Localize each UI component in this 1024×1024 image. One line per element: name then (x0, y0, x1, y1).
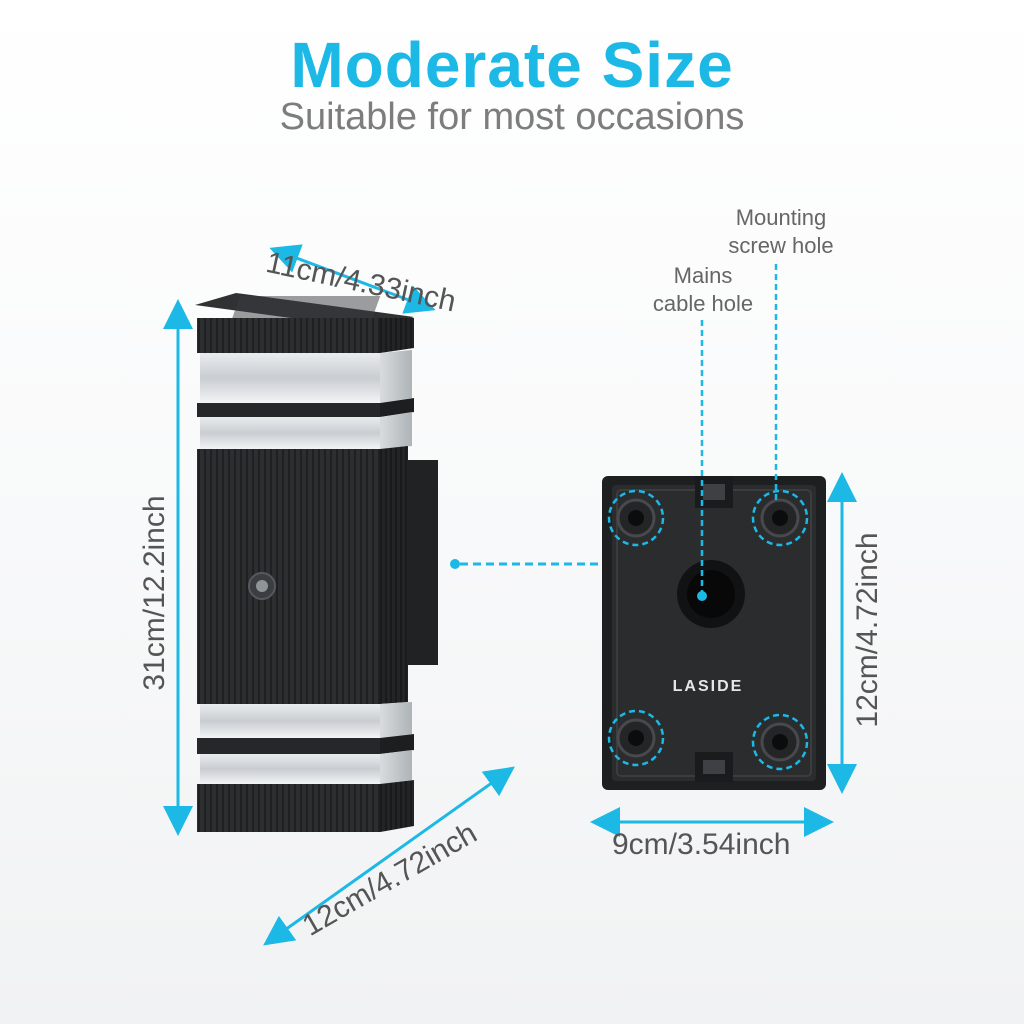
dimension-base-height: 12cm/4.72inch (851, 532, 884, 728)
base-plate (602, 476, 826, 790)
callout-mounting-screw-hole: Mounting screw hole (706, 204, 856, 260)
callout-mounting-line1: Mounting (735, 205, 827, 230)
dimension-height: 31cm/12.2inch (138, 495, 171, 691)
screw-hole-bl (616, 718, 656, 758)
callout-mains-line2: cable hole (652, 291, 754, 316)
depth-arrow (263, 766, 515, 946)
screw-hole-tr (760, 498, 800, 538)
subheadline: Suitable for most occasions (279, 96, 745, 138)
headline: Moderate Size (290, 29, 734, 101)
callout-mains-line1: Mains (673, 263, 733, 288)
callout-mounting-line2: screw hole (728, 233, 834, 258)
callout-mains-cable-hole: Mains cable hole (640, 262, 766, 318)
width-arrow (269, 244, 436, 314)
connector-line (450, 559, 600, 569)
wall-light-fixture (195, 293, 438, 832)
screw-hole-br (760, 722, 800, 762)
brand-logo: LASIDE (672, 678, 744, 695)
screw-hole-tl (616, 498, 656, 538)
dimension-base-width: 9cm/3.54inch (612, 828, 791, 861)
